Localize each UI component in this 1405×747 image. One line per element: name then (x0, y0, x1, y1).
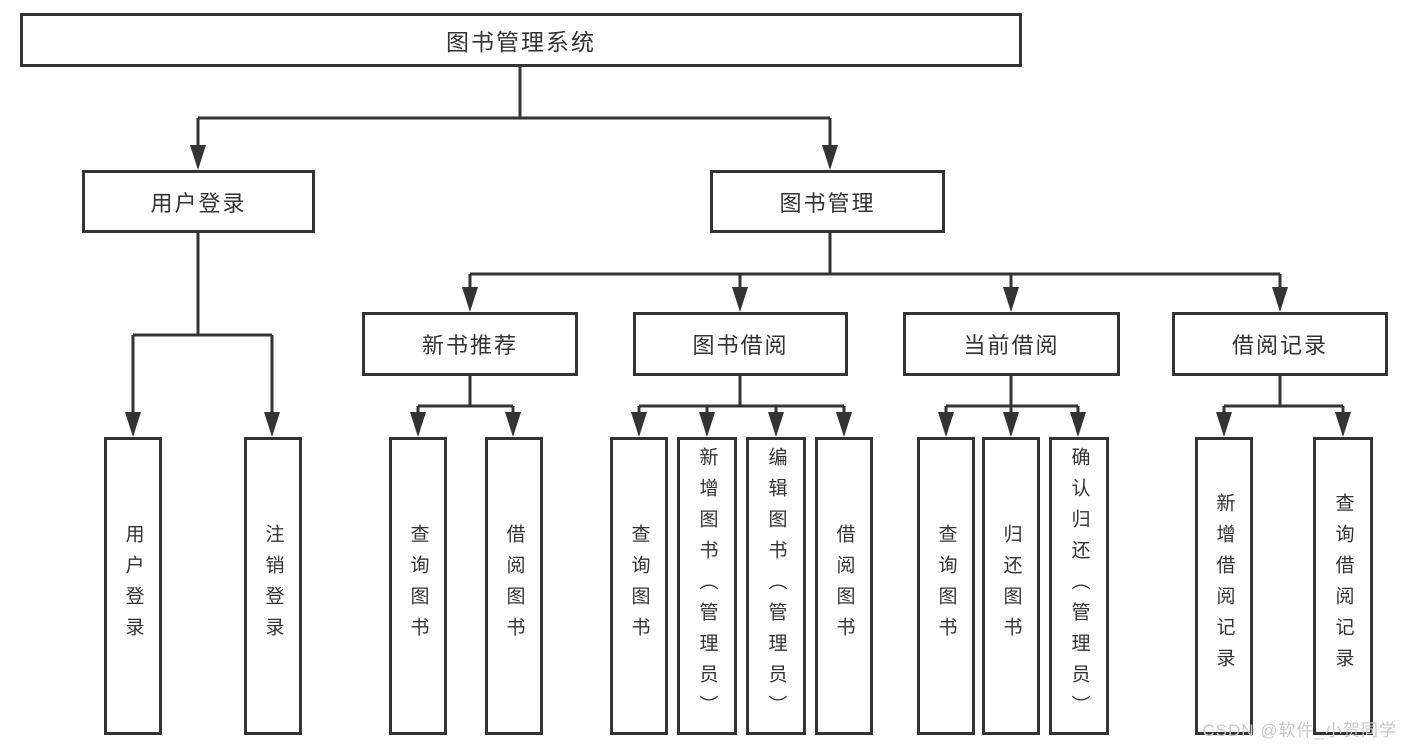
leaf-logout-login-label: 注销登录 (262, 524, 284, 648)
leaf-edit-books-admin: 编辑图书（管理员） (746, 437, 806, 735)
leaf-edit-books-admin-label: 编辑图书（管理员） (765, 446, 787, 726)
node-borrowing-records-label: 借阅记录 (1231, 333, 1328, 358)
leaf-confirm-return-admin: 确认归还（管理员） (1049, 437, 1109, 735)
leaf-return-books: 归还图书 (982, 437, 1040, 735)
leaf-add-books-admin: 新增图书（管理员） (677, 437, 737, 735)
node-user-login: 用户登录 (82, 170, 315, 233)
leaf-user-login: 用户登录 (104, 437, 162, 735)
node-new-book-recommendation: 新书推荐 (362, 312, 578, 376)
leaf-query-borrow-record: 查询借阅记录 (1313, 437, 1373, 735)
leaf-borrow-books-recommend: 借阅图书 (485, 437, 543, 735)
leaf-borrow-books-borrowing-label: 借阅图书 (833, 524, 855, 648)
leaf-query-books-borrowing: 查询图书 (610, 437, 668, 735)
node-library-system-label: 图书管理系统 (446, 29, 596, 55)
leaf-add-borrow-record-label: 新增借阅记录 (1213, 493, 1235, 679)
leaf-query-books-recommend-label: 查询图书 (407, 524, 429, 648)
node-user-login-label: 用户登录 (150, 190, 247, 216)
leaf-query-borrow-record-label: 查询借阅记录 (1332, 493, 1354, 679)
leaf-user-login-label: 用户登录 (122, 524, 144, 648)
node-book-borrowing: 图书借阅 (633, 312, 848, 376)
watermark: CSDN @软件_小贺同学 (1202, 721, 1397, 740)
leaf-borrow-books-borrowing: 借阅图书 (815, 437, 873, 735)
leaf-add-borrow-record: 新增借阅记录 (1195, 437, 1253, 735)
node-library-system: 图书管理系统 (20, 13, 1022, 67)
leaf-return-books-label: 归还图书 (1000, 524, 1022, 648)
node-current-borrowing-label: 当前借阅 (963, 333, 1060, 358)
leaf-query-books-recommend: 查询图书 (389, 437, 447, 735)
leaf-query-books-current-label: 查询图书 (935, 524, 957, 648)
leaf-query-books-borrowing-label: 查询图书 (628, 524, 650, 648)
node-borrowing-records: 借阅记录 (1172, 312, 1388, 376)
leaf-query-books-current: 查询图书 (917, 437, 975, 735)
leaf-logout-login: 注销登录 (244, 437, 302, 735)
node-new-book-recommendation-label: 新书推荐 (421, 333, 518, 358)
arrowhead-icons (125, 145, 1351, 437)
leaf-confirm-return-admin-label: 确认归还（管理员） (1068, 446, 1090, 726)
node-current-borrowing: 当前借阅 (903, 312, 1120, 376)
leaf-borrow-books-recommend-label: 借阅图书 (503, 524, 525, 648)
node-book-borrowing-label: 图书借阅 (692, 333, 789, 358)
node-book-management-label: 图书管理 (779, 190, 876, 216)
node-book-management: 图书管理 (710, 170, 945, 233)
leaf-add-books-admin-label: 新增图书（管理员） (696, 446, 718, 726)
